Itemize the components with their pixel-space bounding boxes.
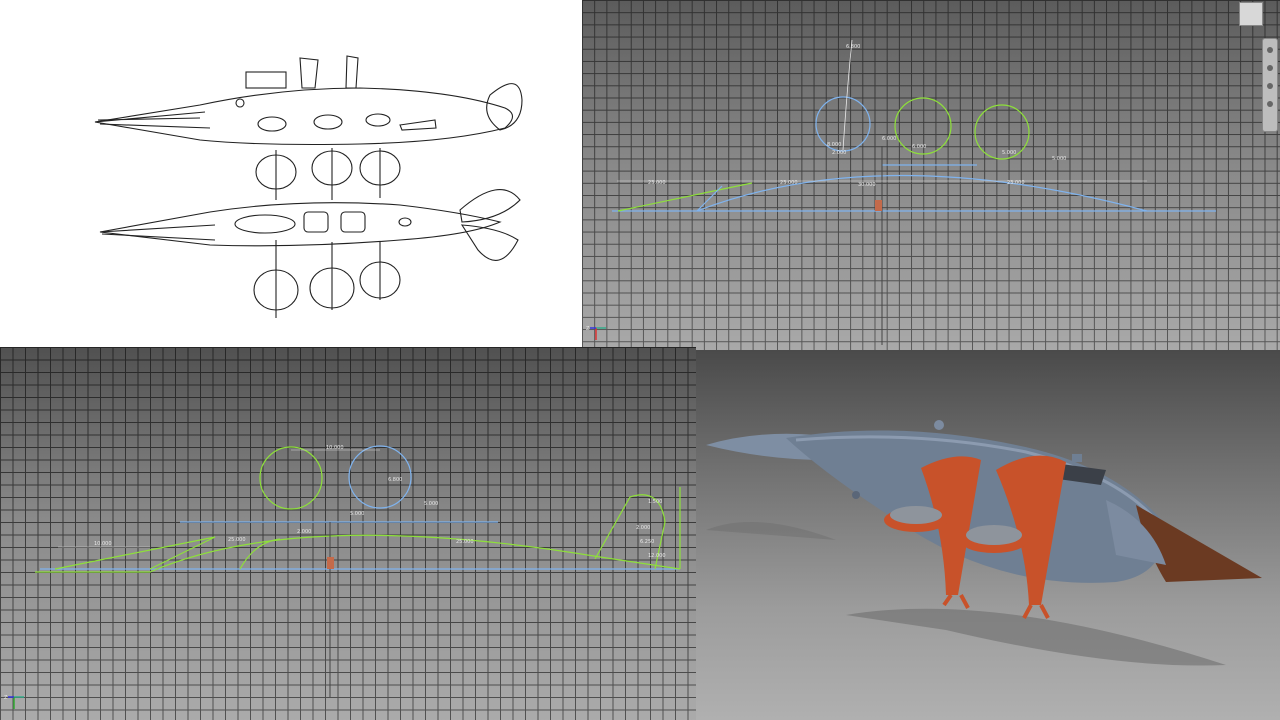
sketch-tail-fin xyxy=(486,83,523,131)
green-guide-line xyxy=(617,182,753,212)
sketch-cabin xyxy=(245,71,287,89)
dim-label: 5.000 xyxy=(424,501,438,507)
sketch-drawing xyxy=(94,55,523,318)
dim-label: 10.000 xyxy=(326,445,344,451)
dim-label: 6.800 xyxy=(388,477,402,483)
axis-label: Z xyxy=(586,326,590,332)
dim-label: 6.250 xyxy=(640,539,654,545)
dim-label: 2.000 xyxy=(636,525,650,531)
dim-label: 5.000 xyxy=(350,511,364,517)
rotor-circle-2 xyxy=(348,445,412,509)
top-view-sketch: 10.000 6.800 5.000 5.000 10.000 25.000 2… xyxy=(35,445,681,697)
dim-label: 23.000 xyxy=(648,180,666,186)
bracket-1 xyxy=(921,456,981,595)
orbit-icon[interactable] xyxy=(1267,101,1273,107)
hand-drawn-sketch-panel xyxy=(0,0,582,347)
dim-label: 1.500 xyxy=(648,499,662,505)
rotor-circle-1 xyxy=(815,96,871,152)
axis-label: Z xyxy=(4,695,8,701)
steering-wheel-icon[interactable] xyxy=(1267,47,1273,53)
rotor-circle-1 xyxy=(259,446,323,510)
cad-top-view-panel[interactable]: 10.000 6.800 5.000 5.000 10.000 25.000 2… xyxy=(0,347,696,720)
sketch-hull-top xyxy=(99,202,502,247)
axis-triad-icon: Z xyxy=(586,326,606,340)
bracket-2 xyxy=(996,455,1066,605)
dim-label: 8.000 xyxy=(827,142,841,148)
dim-label: 2.000 xyxy=(832,150,846,156)
dim-label: 5.000 xyxy=(1052,156,1066,162)
airship-3d-model xyxy=(706,420,1262,666)
zoom-icon[interactable] xyxy=(1267,83,1273,89)
dim-label: 6.800 xyxy=(846,44,860,50)
dim-label: 10.000 xyxy=(94,541,112,547)
tail-fin-outline xyxy=(594,494,666,570)
3d-render-panel[interactable] xyxy=(696,350,1280,720)
dim-label: 23.000 xyxy=(1007,180,1025,186)
rotor-circle-3 xyxy=(974,104,1030,160)
axis-triad-icon: Z xyxy=(4,695,24,709)
dim-label: 6.000 xyxy=(912,144,926,150)
pan-icon[interactable] xyxy=(1267,65,1273,71)
nose-cone xyxy=(1136,505,1262,582)
cad-side-view-panel[interactable]: 6.800 8.000 2.000 6.000 5.000 23.000 23.… xyxy=(582,0,1280,350)
dim-label: 2.000 xyxy=(297,529,311,535)
side-view-sketch: 6.800 8.000 2.000 6.000 5.000 23.000 23.… xyxy=(612,39,1216,345)
dim-label: 23.000 xyxy=(780,180,798,186)
dim-label: 5.000 xyxy=(1002,150,1016,156)
hull-profile-curve xyxy=(696,174,1148,212)
dim-label: 25.000 xyxy=(228,537,246,543)
navigation-bar[interactable] xyxy=(1262,38,1278,132)
dim-label: 25.000 xyxy=(456,539,474,545)
dim-label: 12.000 xyxy=(648,553,666,559)
hull-outline-green xyxy=(35,534,681,573)
sketch-hull-side xyxy=(94,87,514,146)
dim-label: 30.000 xyxy=(858,182,876,188)
dim-label: 6.000 xyxy=(882,136,896,142)
rotor-circle-2 xyxy=(894,97,952,155)
viewcube-icon[interactable] xyxy=(1239,2,1263,26)
